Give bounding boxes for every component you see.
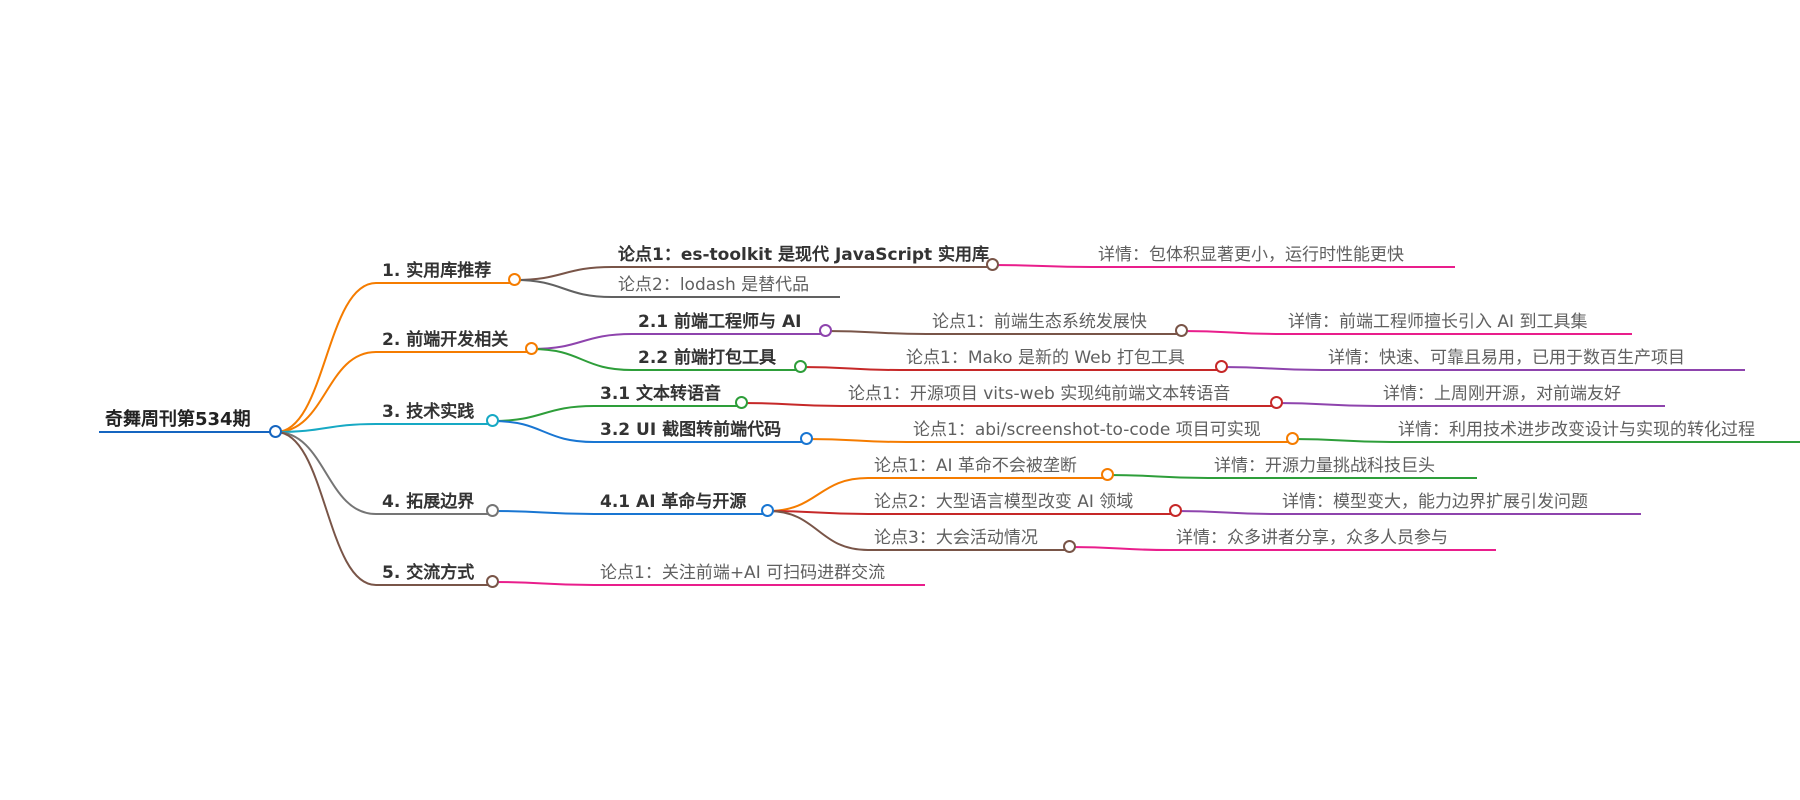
topic-node[interactable]: 5. 交流方式 bbox=[382, 563, 475, 583]
topic-node[interactable]: 4.1 AI 革命与开源 bbox=[600, 492, 747, 512]
branch-connector bbox=[1276, 402, 1378, 407]
branch-connector bbox=[992, 264, 1093, 268]
topic-node[interactable]: 论点2：大型语言模型改变 AI 领域 bbox=[874, 492, 1134, 512]
branch-connector bbox=[531, 348, 633, 371]
expand-collapse-toggle[interactable] bbox=[525, 342, 538, 355]
topic-node[interactable]: 3. 技术实践 bbox=[382, 402, 475, 422]
expand-collapse-toggle[interactable] bbox=[761, 504, 774, 517]
expand-collapse-toggle[interactable] bbox=[486, 414, 499, 427]
expand-collapse-toggle[interactable] bbox=[1215, 360, 1228, 373]
topic-node[interactable]: 1. 实用库推荐 bbox=[382, 261, 492, 281]
topic-node[interactable]: 详情：众多讲者分享，众多人员参与 bbox=[1176, 528, 1448, 548]
topic-node[interactable]: 论点3：大会活动情况 bbox=[874, 528, 1038, 548]
branch-connector bbox=[767, 477, 869, 512]
branch-connector bbox=[741, 402, 843, 407]
expand-collapse-toggle[interactable] bbox=[1101, 468, 1114, 481]
expand-collapse-toggle[interactable] bbox=[508, 273, 521, 286]
branch-connector bbox=[275, 431, 377, 515]
branch-connector bbox=[531, 333, 633, 350]
expand-collapse-toggle[interactable] bbox=[1270, 396, 1283, 409]
branch-connector bbox=[275, 351, 377, 433]
expand-collapse-toggle[interactable] bbox=[819, 324, 832, 337]
topic-node[interactable]: 论点1：AI 革命不会被垄断 bbox=[874, 456, 1077, 476]
branch-connector bbox=[492, 581, 595, 586]
topic-node[interactable]: 3.1 文本转语音 bbox=[600, 384, 722, 404]
branch-connector bbox=[1181, 330, 1283, 335]
branch-connector bbox=[492, 420, 595, 443]
topic-node[interactable]: 论点1：es-toolkit 是现代 JavaScript 实用库 bbox=[618, 245, 990, 265]
expand-collapse-toggle[interactable] bbox=[1169, 504, 1182, 517]
branch-connector bbox=[275, 423, 377, 433]
branch-connector bbox=[514, 266, 613, 281]
branch-connector bbox=[492, 405, 595, 422]
topic-node[interactable]: 论点1：abi/screenshot-to-code 项目可实现 bbox=[913, 420, 1261, 440]
branch-connector bbox=[800, 366, 901, 371]
branch-connector bbox=[275, 282, 377, 433]
topic-node[interactable]: 2.2 前端打包工具 bbox=[638, 348, 777, 368]
branch-connector bbox=[1175, 510, 1277, 515]
topic-node[interactable]: 2.1 前端工程师与 AI bbox=[638, 312, 802, 332]
expand-collapse-toggle[interactable] bbox=[1286, 432, 1299, 445]
expand-collapse-toggle[interactable] bbox=[1063, 540, 1076, 553]
expand-collapse-toggle[interactable] bbox=[269, 425, 282, 438]
branch-connector bbox=[825, 330, 927, 335]
topic-node[interactable]: 详情：快速、可靠且易用，已用于数百生产项目 bbox=[1328, 348, 1685, 368]
expand-collapse-toggle[interactable] bbox=[1175, 324, 1188, 337]
branch-connector bbox=[1107, 474, 1209, 479]
expand-collapse-toggle[interactable] bbox=[486, 575, 499, 588]
expand-collapse-toggle[interactable] bbox=[486, 504, 499, 517]
topic-node[interactable]: 详情：模型变大，能力边界扩展引发问题 bbox=[1282, 492, 1588, 512]
topic-node[interactable]: 详情：利用技术进步改变设计与实现的转化过程 bbox=[1398, 420, 1755, 440]
root-topic[interactable]: 奇舞周刊第534期 bbox=[105, 409, 251, 430]
topic-node[interactable]: 4. 拓展边界 bbox=[382, 492, 475, 512]
branch-connector bbox=[275, 431, 377, 586]
topic-node[interactable]: 详情：包体积显著更小，运行时性能更快 bbox=[1098, 245, 1404, 265]
topic-node[interactable]: 论点1：Mako 是新的 Web 打包工具 bbox=[906, 348, 1185, 368]
topic-node[interactable]: 详情：上周刚开源，对前端友好 bbox=[1383, 384, 1621, 404]
branch-connector bbox=[767, 510, 869, 515]
branch-connector bbox=[1221, 366, 1323, 371]
topic-node[interactable]: 2. 前端开发相关 bbox=[382, 330, 509, 350]
branch-connector bbox=[514, 279, 613, 298]
topic-node[interactable]: 3.2 UI 截图转前端代码 bbox=[600, 420, 782, 440]
topic-node[interactable]: 论点1：关注前端+AI 可扫码进群交流 bbox=[600, 563, 886, 583]
topic-node[interactable]: 详情：前端工程师擅长引入 AI 到工具集 bbox=[1288, 312, 1588, 332]
expand-collapse-toggle[interactable] bbox=[735, 396, 748, 409]
topic-node[interactable]: 论点2：lodash 是替代品 bbox=[618, 275, 810, 295]
topic-node[interactable]: 详情：开源力量挑战科技巨头 bbox=[1214, 456, 1435, 476]
expand-collapse-toggle[interactable] bbox=[794, 360, 807, 373]
expand-collapse-toggle[interactable] bbox=[800, 432, 813, 445]
branch-connector bbox=[1069, 546, 1171, 551]
topic-node[interactable]: 论点1：前端生态系统发展快 bbox=[932, 312, 1147, 332]
branch-connector bbox=[492, 510, 595, 515]
topic-node[interactable]: 论点1：开源项目 vits-web 实现纯前端文本转语音 bbox=[848, 384, 1231, 404]
expand-collapse-toggle[interactable] bbox=[986, 258, 999, 271]
branch-connector bbox=[1292, 438, 1393, 443]
branch-connector bbox=[767, 510, 869, 551]
branch-connector bbox=[806, 438, 908, 443]
